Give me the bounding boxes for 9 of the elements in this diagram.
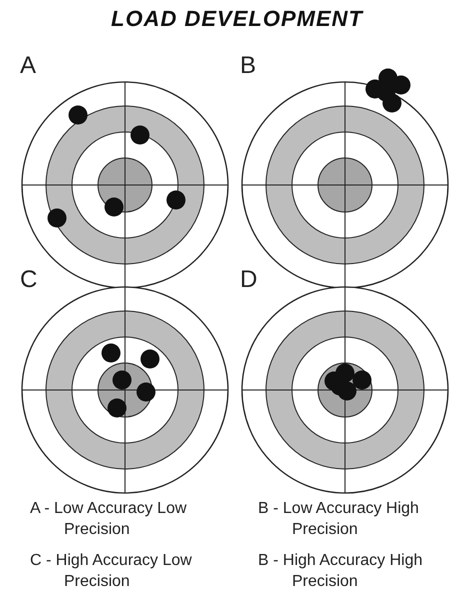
legend-note: B - High Accuracy High Precision [258, 551, 424, 592]
panel-letter: D [240, 266, 258, 294]
panel-letter: C [20, 266, 38, 294]
legend-note: B - Low Accuracy High Precision [258, 499, 420, 540]
panel-letter: A [20, 52, 36, 80]
legend-note: A - Low Accuracy Low Precision [30, 499, 188, 540]
legend-note: C - High Accuracy Low Precision [30, 551, 193, 592]
title: LOAD DEVELOPMENT [110, 6, 364, 32]
panel-letter: B [240, 52, 256, 80]
